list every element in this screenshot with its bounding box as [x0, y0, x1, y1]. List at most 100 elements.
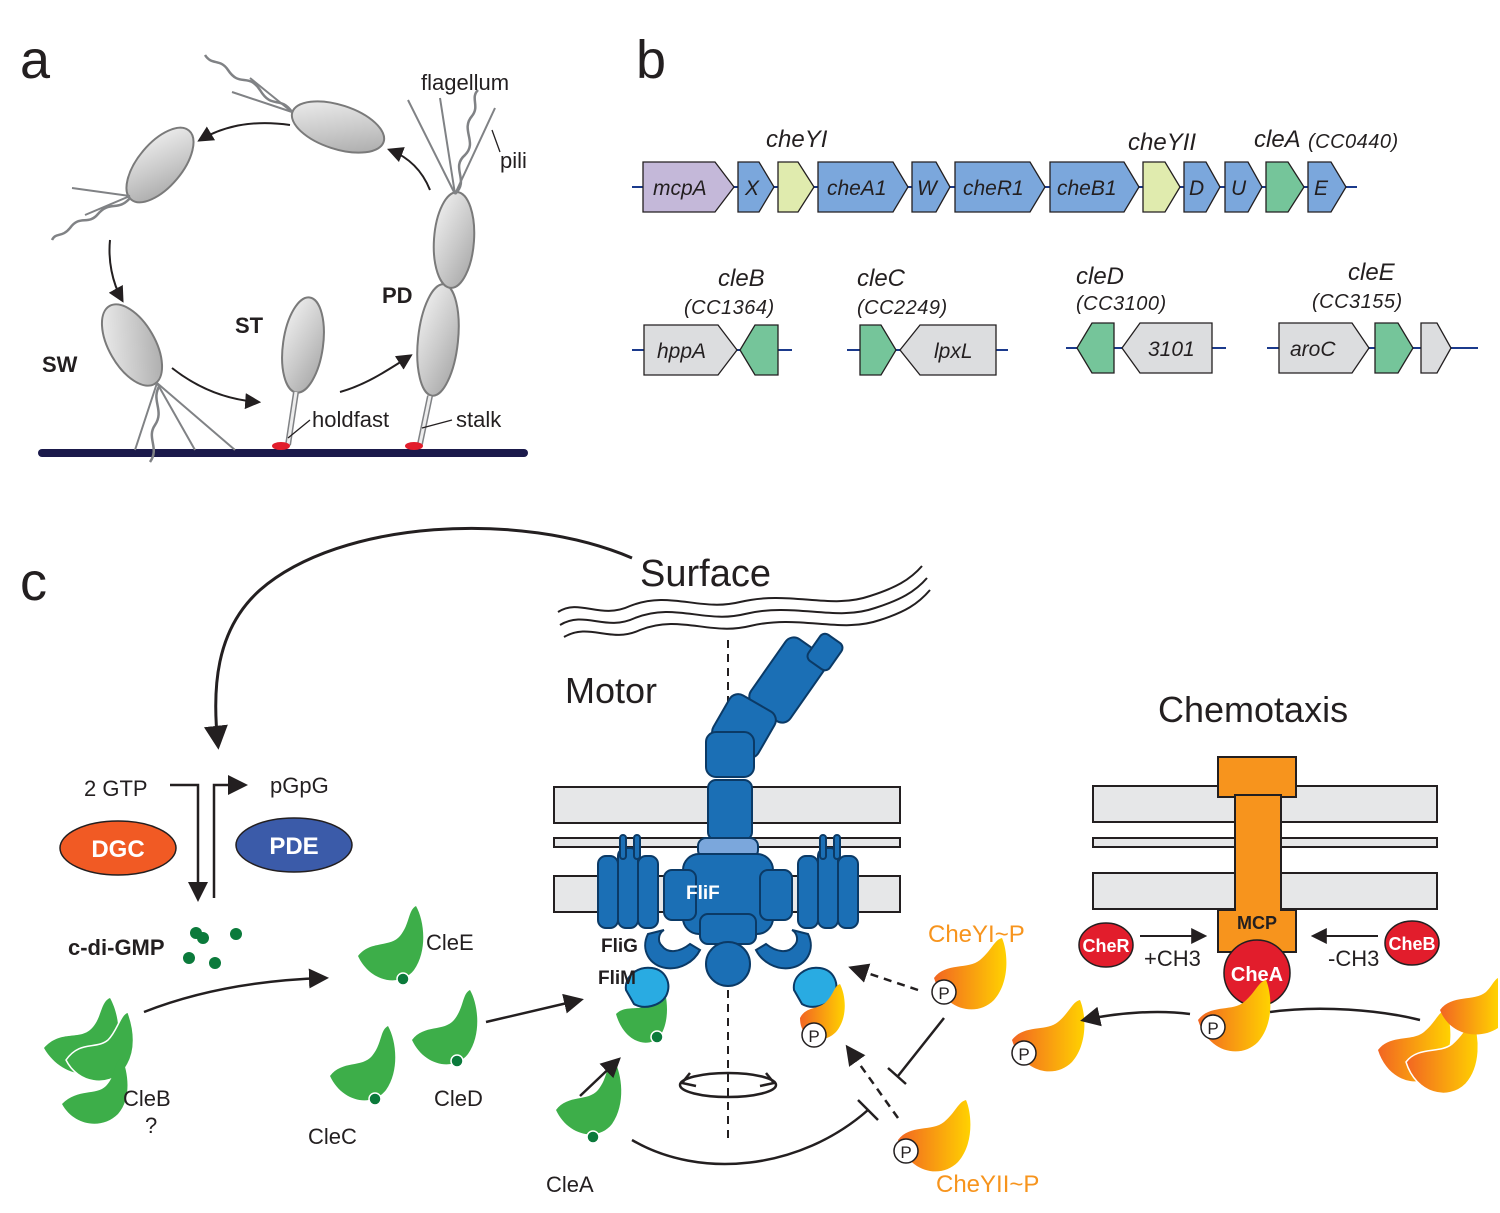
panel-c: c Surface Motor Chemotaxis 2 GTP pGpG DG…	[20, 526, 1498, 1198]
surface-signal-arrow	[203, 526, 633, 750]
label-cheyii-p: CheYII~P	[936, 1171, 1039, 1198]
gene-label-U: U	[1231, 177, 1247, 200]
label-pili: pili	[500, 148, 527, 173]
label-cleb-question: ?	[145, 1113, 157, 1138]
gene-E	[1307, 161, 1347, 213]
gene-label-D: D	[1189, 177, 1204, 200]
cycle-arrow-3	[171, 367, 262, 410]
label-cher: CheR	[1082, 936, 1129, 956]
header-cleA: cleA	[1254, 126, 1301, 153]
label-mcp: MCP	[1237, 913, 1277, 933]
clea-to-motor-arrow	[579, 1057, 621, 1097]
cdigmp-dots	[183, 927, 242, 969]
gene-cheA1	[817, 161, 909, 213]
panel-b: b mcpA X cheA1 W cheR1 cheB1 D U E cheYI…	[632, 30, 1478, 376]
gene-label-3101: 3101	[1148, 338, 1195, 361]
gene-label-W: W	[917, 177, 939, 200]
gene-lpxL	[899, 324, 997, 376]
gene-label-aroC: aroC	[1290, 338, 1336, 361]
gene-W	[911, 161, 951, 213]
label-sw: SW	[42, 352, 78, 377]
phospho-label-4: P	[1207, 1019, 1218, 1038]
pde-reaction-arrow	[212, 775, 248, 898]
pde-oval: PDE	[235, 817, 353, 873]
gene-label-mcpA: mcpA	[653, 177, 707, 200]
label-flim: FliM	[598, 968, 636, 989]
cheyii-to-flim-arrow	[845, 1044, 900, 1119]
gene-cheR1	[954, 161, 1046, 213]
label-clea: CleA	[546, 1172, 594, 1197]
label-clec: CleC	[308, 1124, 357, 1149]
label-flagellum: flagellum	[421, 70, 509, 95]
holdfast-leader	[287, 419, 311, 439]
holdfast-pd	[405, 442, 423, 450]
holdfast-st	[272, 442, 290, 450]
gene-label-lpxL: lpxL	[934, 340, 973, 363]
label-pgpg: pGpG	[270, 773, 329, 798]
clea-inhibit-arc	[631, 1109, 869, 1166]
flim-right	[792, 966, 838, 1008]
gene-cleE	[1374, 322, 1414, 374]
gene-label-X: X	[744, 177, 760, 200]
locus-cleC: cleC (CC2249) lpxL	[847, 265, 1008, 376]
cycle-arrow-5	[387, 147, 431, 191]
cycle-arrow-1	[197, 122, 291, 142]
phospho-label-2: P	[938, 984, 949, 1003]
gene-cleC	[859, 324, 897, 376]
locus-cleD: cleD (CC3100) 3101	[1066, 263, 1226, 374]
chey-pool-arc	[1269, 1007, 1421, 1022]
cleE-id: (CC3155)	[1312, 291, 1403, 313]
phospho-label-3: P	[900, 1143, 911, 1162]
cycle-arrow-2	[108, 239, 124, 303]
cleC-id: (CC2249)	[857, 297, 948, 319]
label-holdfast: holdfast	[312, 407, 389, 432]
flagellar-motor	[597, 632, 859, 1140]
label-flif: FliF	[686, 883, 720, 904]
clea-inhibit-bar	[857, 1099, 879, 1121]
gene-hppA	[643, 324, 738, 376]
gene-mcpA	[642, 161, 735, 213]
locus-cleE: cleE (CC3155) aroC	[1267, 259, 1478, 374]
surface-lines	[557, 565, 931, 638]
label-pde: PDE	[269, 833, 318, 860]
gene-cheYII	[1142, 161, 1181, 213]
label-st: ST	[235, 313, 264, 338]
panel-a: a	[20, 30, 528, 463]
label-minus-ch3: -CH3	[1328, 946, 1379, 971]
dgc-oval: DGC	[59, 820, 177, 876]
cleb-to-clee-arrow	[143, 968, 329, 1014]
gene-cleD	[1076, 322, 1115, 374]
header-cheYII: cheYII	[1128, 129, 1196, 156]
phospho-label-1: P	[808, 1027, 819, 1046]
cell-sw	[100, 303, 236, 463]
cleE-name: cleE	[1348, 259, 1396, 286]
label-plus-ch3: +CH3	[1144, 946, 1201, 971]
gene-downstream	[1420, 322, 1452, 374]
phospho-label-5: P	[1018, 1045, 1029, 1064]
locus-cleB: cleB (CC1364) hppA	[632, 265, 792, 376]
pili-leader	[491, 129, 501, 153]
cheyi-to-flim-arrow	[848, 963, 919, 992]
cheb-protein: CheB	[1384, 920, 1440, 966]
cheyi-inhibit-bar	[887, 1067, 907, 1085]
panel-c-label: c	[20, 552, 47, 612]
stalk-leader	[421, 419, 453, 429]
gene-label-hppA: hppA	[657, 340, 706, 363]
label-clee: CleE	[426, 930, 474, 955]
panel-a-label: a	[20, 30, 51, 90]
label-chemotaxis: Chemotaxis	[1158, 689, 1348, 730]
label-motor: Motor	[565, 670, 657, 711]
label-pd: PD	[382, 283, 413, 308]
chey-proteins-motor: P P P	[800, 938, 1007, 1172]
gene-label-E: E	[1314, 177, 1329, 200]
gene-3101	[1121, 322, 1213, 374]
gene-D	[1183, 161, 1221, 213]
cheyi-inhibit-line	[897, 1017, 945, 1077]
flim-left	[624, 966, 670, 1008]
label-stalk: stalk	[456, 407, 502, 432]
gene-label-cheB1: cheB1	[1057, 177, 1117, 200]
cher-protein: CheR	[1078, 922, 1134, 968]
label-cdigmp: c-di-GMP	[68, 935, 165, 960]
label-flig: FliG	[601, 936, 638, 957]
